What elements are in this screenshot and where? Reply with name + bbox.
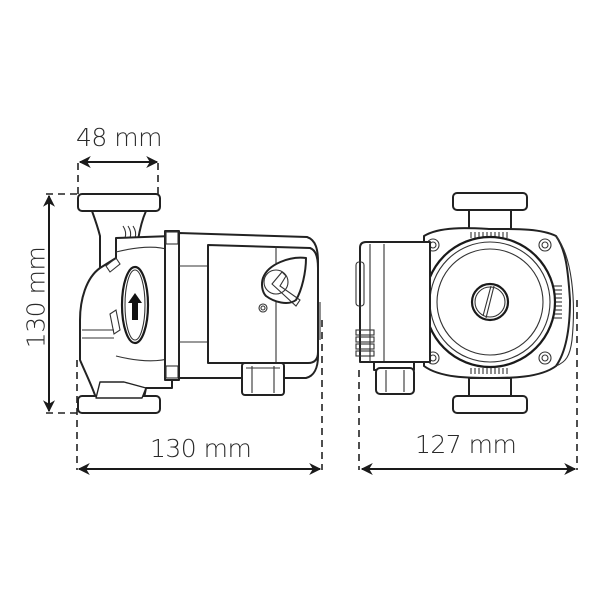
dimension-label-side-length: 130 mm [150, 434, 252, 463]
front-bottom-flange [452, 395, 528, 414]
terminal-box [359, 241, 431, 363]
dimension-label-height: 130 mm [21, 246, 51, 349]
dimension-label-flange-width: 48 mm [76, 123, 162, 152]
speed-selector-knob [261, 256, 307, 307]
front-view [355, 192, 574, 414]
side-view [77, 193, 321, 414]
top-flange [77, 193, 161, 212]
front-cable-gland [373, 361, 415, 395]
dimension-label-front-width: 127 mm [415, 430, 517, 459]
flow-direction-window [120, 265, 150, 345]
grip-ribs [470, 232, 562, 374]
dimension-lines [43, 156, 578, 475]
flow-arrow-icon [128, 293, 142, 320]
front-top-flange [452, 192, 528, 211]
indicator-led [258, 303, 268, 313]
vent-screw [470, 282, 510, 322]
cable-gland [241, 362, 285, 396]
